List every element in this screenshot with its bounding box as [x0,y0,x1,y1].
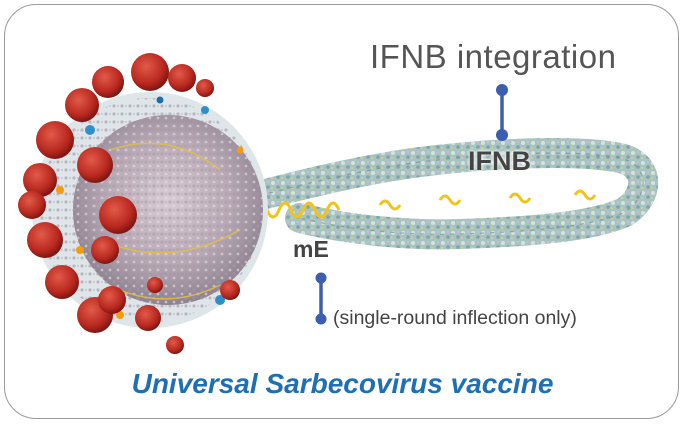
integration-title: IFNB integration [370,38,617,75]
ifnb-label: IFNB [468,146,531,176]
rna-strand [235,138,659,250]
envelope-helix [253,189,597,219]
me-connector [315,272,327,325]
spike-proteins [18,53,240,354]
ifnb-connector [496,84,508,141]
me-label: mE [293,236,329,262]
caption: Universal Sarbecovirus vaccine [131,368,554,399]
virion [32,92,268,328]
me-note: (single-round inflection only) [333,307,577,329]
